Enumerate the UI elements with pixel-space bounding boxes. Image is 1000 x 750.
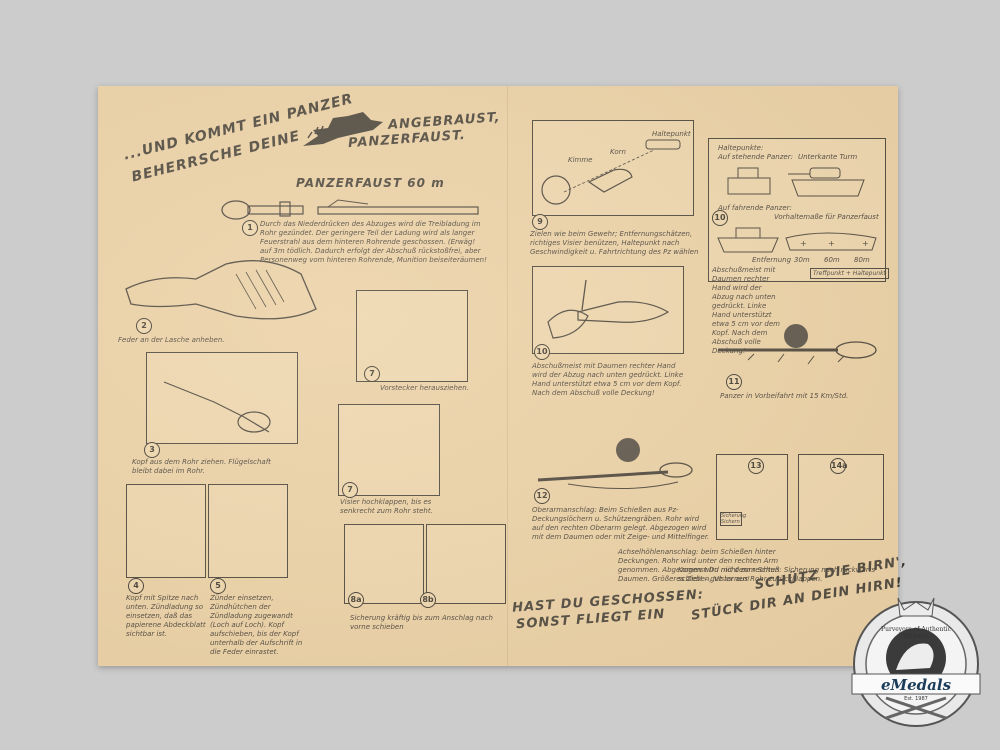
step-3-caption: Kopf aus dem Rohr ziehen. Flügelschaft b…	[132, 458, 271, 475]
step-1-number: 1	[242, 220, 258, 236]
step-12-number: 11	[726, 374, 742, 390]
step-2-number: 2	[136, 318, 152, 334]
diagram11-moving-point: Vorhaltemaße für Panzerfaust	[774, 213, 879, 221]
label-korn: Korn	[610, 148, 626, 156]
step-3-illustration	[163, 381, 271, 433]
step-13-number: 12	[534, 488, 550, 504]
step-8-caption: Sicherung kräftig bis zum Anschlag nach …	[350, 614, 493, 631]
emedals-badge-icon	[851, 597, 981, 727]
moving-tank-diagram: + + +	[717, 227, 877, 253]
diagram11-standing-point: Unterkante Turm	[798, 153, 858, 161]
distance-30m: 30m	[794, 256, 810, 264]
diagram11-moving: Auf fahrende Panzer:	[718, 204, 792, 212]
step-14a-caption: Achselhöhlenanschlag: beim Schießen hint…	[618, 548, 780, 583]
step-4-number: 4	[128, 578, 144, 594]
diagram11-heading: Haltepunkte:	[718, 144, 764, 152]
step-11-number: 10	[712, 210, 728, 226]
subtitle: PANZERFAUST 60 m	[296, 176, 445, 190]
step-6-number: 7	[364, 366, 380, 382]
step-14a-tag: Sicherung Sichern	[720, 512, 747, 526]
step-9-caption: Zielen wie beim Gewehr; Entfernungschätz…	[530, 230, 699, 256]
step-14b-number: 14a	[830, 458, 848, 474]
tank-side-icon	[788, 167, 865, 197]
step-9-panel	[532, 120, 694, 216]
step-6-caption: Vorstecker herausziehen.	[380, 384, 469, 392]
step-9-illustration	[541, 139, 681, 205]
step-8b-number: 8b	[420, 592, 436, 608]
svg-text:+: +	[862, 239, 869, 248]
step-11-panel	[708, 138, 886, 282]
step-10-number: 10	[534, 344, 550, 360]
diagram11-speed-note: Abschußmeist mit Daumen rechter Hand wir…	[712, 266, 780, 355]
label-haltepunkt: Haltepunkt	[652, 130, 691, 138]
step-13-illustration	[537, 438, 693, 490]
step-7-panel	[338, 404, 440, 496]
step-12-illustration	[718, 324, 877, 365]
center-fold	[507, 86, 508, 666]
tank-front-icon	[727, 167, 771, 195]
step-13-caption: Oberarmanschlag: Beim Schießen aus Pz-De…	[532, 506, 710, 541]
panzerfaust-illustration	[221, 199, 479, 220]
step-12-caption: Panzer in Vorbeifahrt mit 15 Km/Std.	[720, 392, 849, 400]
step-2-caption: Feder an der Lasche anheben.	[118, 336, 225, 344]
distance-60m: 60m	[824, 256, 840, 264]
step-5-caption: Zünder einsetzen, Zündhütchen der Zündla…	[210, 594, 303, 656]
step-1-caption: Durch das Niederdrücken des Abzuges wird…	[260, 220, 487, 264]
explosion-icon	[303, 112, 383, 146]
badge-brand: eMedals	[880, 676, 952, 694]
step-10-illustration	[547, 279, 670, 339]
label-kimme: Kimme	[568, 156, 593, 164]
step-10-panel	[532, 266, 684, 354]
badge-est: Est. 1987	[904, 696, 928, 702]
distance-80m: 80m	[854, 256, 870, 264]
distance-label: Entfernung	[752, 256, 792, 264]
svg-text:+: +	[828, 239, 835, 248]
diagram11-standing: Auf stehende Panzer:	[718, 153, 793, 161]
step-14b-caption: Kommst Du nicht zum Schuß: Sicherung nac…	[678, 566, 876, 583]
step-14a-number: 13	[748, 458, 764, 474]
step-4-caption: Kopf mit Spitze nach unten. Zündladung s…	[126, 594, 206, 638]
emedals-watermark: Purveyors of Authentic Militaria eMedals…	[846, 588, 986, 738]
leaflet-sheet: ...UND KOMMT EIN PANZER BEHERRSCHE DEINE…	[98, 86, 908, 666]
step-9-number: 9	[532, 214, 548, 230]
badge-arc-text: Purveyors of Authentic Militaria	[881, 626, 951, 640]
step-10-caption: Abschußmeist mit Daumen rechter Hand wir…	[532, 362, 684, 397]
step-8b-panel	[426, 524, 506, 604]
diagram11-legend: Treffpunkt + Haltepunkt	[810, 268, 889, 279]
step-8a-number: 8a	[348, 592, 364, 608]
svg-text:+: +	[800, 239, 807, 248]
step-7-caption: Visier hochklappen, bis es senkrecht zum…	[340, 498, 433, 515]
step-7-number: 7	[342, 482, 358, 498]
step-2-illustration	[125, 260, 317, 320]
step-3-panel	[146, 352, 298, 444]
step-8a-panel	[344, 524, 424, 604]
step-5-panel	[208, 484, 288, 578]
step-5-number: 5	[210, 578, 226, 594]
step-4-panel	[126, 484, 206, 578]
step-3-number: 3	[144, 442, 160, 458]
